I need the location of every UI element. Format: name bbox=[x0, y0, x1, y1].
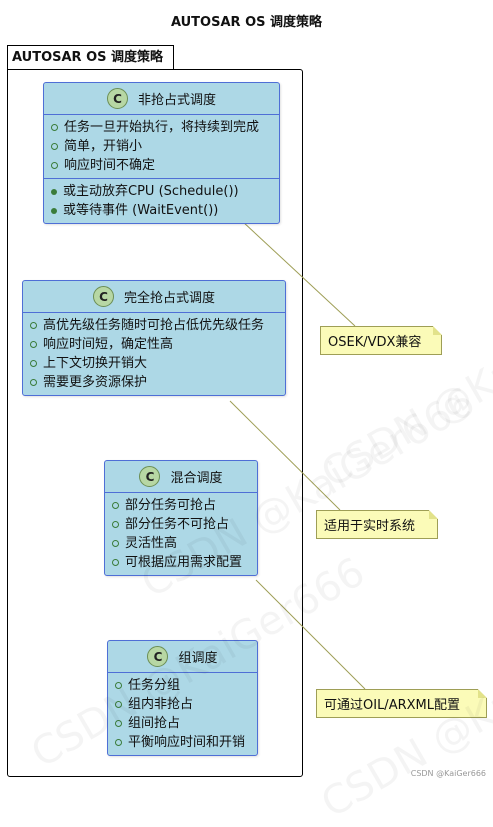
attribute-bullet-icon bbox=[51, 124, 58, 131]
class-stereotype-icon: C bbox=[139, 466, 161, 487]
note-config: 可通过OIL/ARXML配置 bbox=[316, 689, 487, 718]
attribute-bullet-icon bbox=[30, 341, 37, 348]
class-non-preemptive: C 非抢占式调度 任务一旦开始执行，将持续到完成 简单，开销小 响应时间不确定 … bbox=[43, 82, 280, 224]
connector-non-preemptive bbox=[241, 220, 356, 327]
attribute-item: 响应时间不确定 bbox=[44, 156, 279, 175]
attribute-bullet-icon bbox=[112, 521, 119, 528]
attribute-item: 部分任务可抢占 bbox=[105, 496, 257, 515]
class-header: C 混合调度 bbox=[105, 461, 257, 493]
attribute-bullet-icon bbox=[30, 379, 37, 386]
attribute-bullet-icon bbox=[115, 682, 122, 689]
class-name: 非抢占式调度 bbox=[137, 93, 216, 108]
attribute-item: 响应时间短，确定性高 bbox=[23, 335, 285, 354]
attribute-bullet-icon bbox=[112, 502, 119, 509]
package-tab: AUTOSAR OS 调度策略 bbox=[7, 45, 175, 69]
class-stereotype-icon: C bbox=[106, 88, 128, 109]
attribute-bullet-icon bbox=[115, 739, 122, 746]
attribute-bullet-icon bbox=[30, 322, 37, 329]
class-header: C 完全抢占式调度 bbox=[23, 281, 285, 313]
attribute-item: 灵活性高 bbox=[105, 534, 257, 553]
note-text: OSEK/VDX兼容 bbox=[328, 335, 422, 350]
attribute-item: 部分任务不可抢占 bbox=[105, 515, 257, 534]
attribute-item: 平衡响应时间和开销 bbox=[108, 733, 257, 752]
attribute-item: 任务分组 bbox=[108, 676, 257, 695]
class-attributes: 任务分组 组内非抢占 组间抢占 平衡响应时间和开销 bbox=[108, 673, 257, 755]
class-attributes: 高优先级任务随时可抢占低优先级任务 响应时间短，确定性高 上下文切换开销大 需要… bbox=[23, 313, 285, 395]
note-osek: OSEK/VDX兼容 bbox=[320, 326, 442, 355]
attribute-item: 组内非抢占 bbox=[108, 695, 257, 714]
diagram-title: AUTOSAR OS 调度策略 bbox=[170, 15, 323, 30]
class-mixed: C 混合调度 部分任务可抢占 部分任务不可抢占 灵活性高 可根据应用需求配置 bbox=[104, 460, 258, 576]
attribute-item: 任务一旦开始执行，将持续到完成 bbox=[44, 118, 279, 137]
attribute-bullet-icon bbox=[115, 701, 122, 708]
connector-full-preemptive bbox=[229, 400, 341, 511]
attribute-item: 简单，开销小 bbox=[44, 137, 279, 156]
class-name: 混合调度 bbox=[170, 471, 223, 486]
note-realtime: 适用于实时系统 bbox=[316, 510, 438, 539]
note-text: 可通过OIL/ARXML配置 bbox=[324, 698, 460, 713]
note-fold-icon bbox=[433, 326, 442, 335]
class-methods: 或主动放弃CPU (Schedule()) 或等待事件 (WaitEvent()… bbox=[44, 178, 279, 223]
footer-watermark: CSDN @KaiGer666 bbox=[410, 769, 486, 778]
attribute-item: 上下文切换开销大 bbox=[23, 354, 285, 373]
attribute-bullet-icon bbox=[51, 162, 58, 169]
class-header: C 组调度 bbox=[108, 641, 257, 673]
note-text: 适用于实时系统 bbox=[324, 519, 416, 534]
attribute-bullet-icon bbox=[115, 720, 122, 727]
note-fold-icon bbox=[478, 689, 487, 698]
attribute-bullet-icon bbox=[112, 540, 119, 547]
attribute-item: 可根据应用需求配置 bbox=[105, 553, 257, 572]
class-group: C 组调度 任务分组 组内非抢占 组间抢占 平衡响应时间和开销 bbox=[107, 640, 258, 756]
class-header: C 非抢占式调度 bbox=[44, 83, 279, 115]
attribute-bullet-icon bbox=[30, 360, 37, 367]
attribute-item: 高优先级任务随时可抢占低优先级任务 bbox=[23, 316, 285, 335]
class-name: 完全抢占式调度 bbox=[123, 291, 215, 306]
attribute-bullet-icon bbox=[112, 559, 119, 566]
class-stereotype-icon: C bbox=[92, 286, 114, 307]
method-item: 或等待事件 (WaitEvent()) bbox=[44, 201, 279, 220]
class-attributes: 任务一旦开始执行，将持续到完成 简单，开销小 响应时间不确定 bbox=[44, 115, 279, 178]
class-attributes: 部分任务可抢占 部分任务不可抢占 灵活性高 可根据应用需求配置 bbox=[105, 493, 257, 575]
note-fold-icon bbox=[429, 510, 438, 519]
method-bullet-icon bbox=[51, 207, 57, 214]
method-item: 或主动放弃CPU (Schedule()) bbox=[44, 182, 279, 201]
connector-mixed bbox=[255, 579, 366, 690]
method-bullet-icon bbox=[51, 188, 57, 195]
note-connectors bbox=[229, 220, 366, 690]
class-stereotype-icon: C bbox=[147, 646, 169, 667]
class-name: 组调度 bbox=[178, 651, 218, 666]
attribute-bullet-icon bbox=[51, 143, 58, 150]
class-full-preemptive: C 完全抢占式调度 高优先级任务随时可抢占低优先级任务 响应时间短，确定性高 上… bbox=[22, 280, 286, 396]
attribute-item: 需要更多资源保护 bbox=[23, 373, 285, 392]
attribute-item: 组间抢占 bbox=[108, 714, 257, 733]
